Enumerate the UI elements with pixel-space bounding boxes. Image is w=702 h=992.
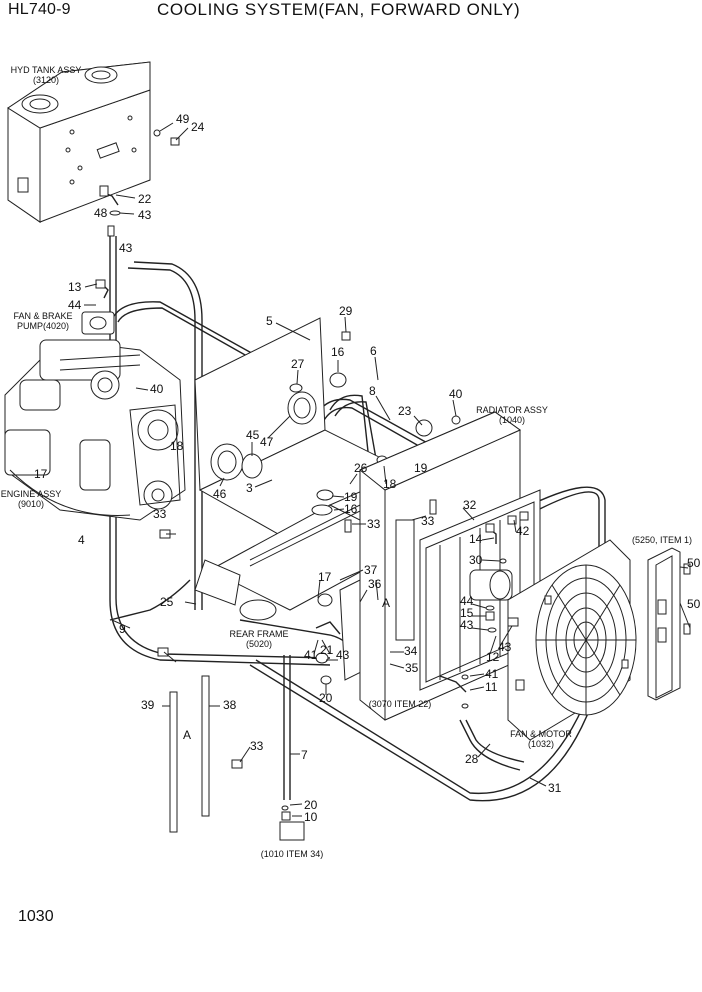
part-callout: 16 <box>344 502 358 516</box>
part-callout: 20 <box>319 691 333 705</box>
part-callout: 47 <box>260 435 274 449</box>
part-callout: 40 <box>449 387 463 401</box>
hose-lines <box>109 236 606 802</box>
part-callout: 20 <box>304 798 318 812</box>
radiator-fittings <box>439 523 519 709</box>
model-number: HL740-9 <box>8 1 71 18</box>
mounting-strips <box>169 675 305 841</box>
part-callout: 31 <box>548 781 562 795</box>
part-callout: 27 <box>291 357 305 371</box>
part-callout: 30 <box>469 553 483 567</box>
part-callout: 39 <box>141 698 155 712</box>
part-callout: 38 <box>223 698 237 712</box>
part-callout: A <box>183 728 191 742</box>
part-callout: 46 <box>213 487 227 501</box>
part-number-callouts: 49 24 22 48 43 43 13 44 29 5 16 6 27 40 … <box>34 112 701 824</box>
mount-bracket-drawing <box>647 547 691 701</box>
part-callout: 41 <box>304 648 318 662</box>
part-callout: 28 <box>465 752 479 766</box>
part-callout: 50 <box>687 597 701 611</box>
caption-rear-frame-name: REAR FRAME <box>229 629 288 639</box>
part-callout: 25 <box>160 595 174 609</box>
part-callout: 22 <box>138 192 152 206</box>
part-callout: 26 <box>354 461 368 475</box>
part-callout: 17 <box>318 570 332 584</box>
part-callout: 33 <box>367 517 381 531</box>
part-callout: 33 <box>421 514 435 528</box>
caption-hyd-tank-name: HYD TANK ASSY <box>11 65 82 75</box>
caption-radiator-name: RADIATOR ASSY <box>476 405 548 415</box>
caption-hyd-tank-ref: (3120) <box>33 75 59 85</box>
leader-lines <box>84 122 691 817</box>
part-callout: 29 <box>339 304 353 318</box>
part-callout: A <box>382 596 390 610</box>
part-callout: 3 <box>246 481 253 495</box>
part-callout: 44 <box>460 594 474 608</box>
part-callout: 9 <box>119 622 126 636</box>
fan-motor-drawing <box>507 539 637 741</box>
part-callout: 50 <box>687 556 701 570</box>
part-callout: 19 <box>414 461 428 475</box>
part-callout: 23 <box>398 404 412 418</box>
part-callout: 36 <box>368 577 382 591</box>
caption-item-1010: (1010 ITEM 34) <box>261 849 324 859</box>
page-number: 1030 <box>18 908 54 925</box>
part-callout: 32 <box>463 498 477 512</box>
part-callout: 4 <box>78 533 85 547</box>
fan-brake-pump-drawing <box>81 279 115 335</box>
tank-fittings <box>99 129 180 237</box>
part-callout: 17 <box>34 467 48 481</box>
caption-item-5250: (5250, ITEM 1) <box>632 535 692 545</box>
radiator-drawing <box>359 411 541 721</box>
part-callout: 45 <box>246 428 260 442</box>
part-callout: 5 <box>266 314 273 328</box>
part-callout: 10 <box>304 810 318 824</box>
part-callout: 18 <box>383 477 397 491</box>
assembly-captions: HYD TANK ASSY (3120) FAN & BRAKE PUMP(40… <box>1 65 692 859</box>
page-title: COOLING SYSTEM(FAN, FORWARD ONLY) <box>157 0 521 19</box>
part-callout: 19 <box>344 490 358 504</box>
part-callout: 6 <box>370 344 377 358</box>
part-callout: 43 <box>498 640 512 654</box>
caption-engine-name: ENGINE ASSY <box>1 489 62 499</box>
caption-fan-motor-ref: (1032) <box>528 739 554 749</box>
part-callout: 43 <box>460 618 474 632</box>
part-callout: 48 <box>94 206 108 220</box>
part-callout: 13 <box>68 280 82 294</box>
part-callout: 34 <box>404 644 418 658</box>
engine-drawing <box>4 339 186 521</box>
part-callout: 33 <box>250 739 264 753</box>
part-callout: 16 <box>331 345 345 359</box>
caption-radiator-ref: (1040) <box>499 415 525 425</box>
part-callout: 18 <box>170 439 184 453</box>
part-callout: 8 <box>369 384 376 398</box>
part-callout: 43 <box>336 648 350 662</box>
caption-fan-motor-name: FAN & MOTOR <box>510 729 572 739</box>
part-callout: 35 <box>405 661 419 675</box>
part-callout: 37 <box>364 563 378 577</box>
caption-pump-ref: PUMP(4020) <box>17 321 69 331</box>
part-callout: 42 <box>516 524 530 538</box>
part-callout: 24 <box>191 120 205 134</box>
part-callout: 44 <box>68 298 82 312</box>
part-callout: 14 <box>469 532 483 546</box>
part-callout: 40 <box>150 382 164 396</box>
part-callout: 21 <box>320 643 334 657</box>
caption-rear-frame-ref: (5020) <box>246 639 272 649</box>
part-callout: 43 <box>119 241 133 255</box>
part-callout: 7 <box>301 748 308 762</box>
part-callout: 41 <box>485 667 499 681</box>
part-callout: 49 <box>176 112 190 126</box>
part-callout: 11 <box>485 680 498 694</box>
part-callout: 12 <box>486 650 500 664</box>
caption-item-3070: (3070 ITEM 22) <box>369 699 432 709</box>
part-callout: 43 <box>138 208 152 222</box>
part-callout: 33 <box>153 507 167 521</box>
caption-pump-name: FAN & BRAKE <box>13 311 72 321</box>
hyd-tank-drawing <box>7 61 151 223</box>
caption-engine-ref: (9010) <box>18 499 44 509</box>
part-callout: 15 <box>460 606 474 620</box>
